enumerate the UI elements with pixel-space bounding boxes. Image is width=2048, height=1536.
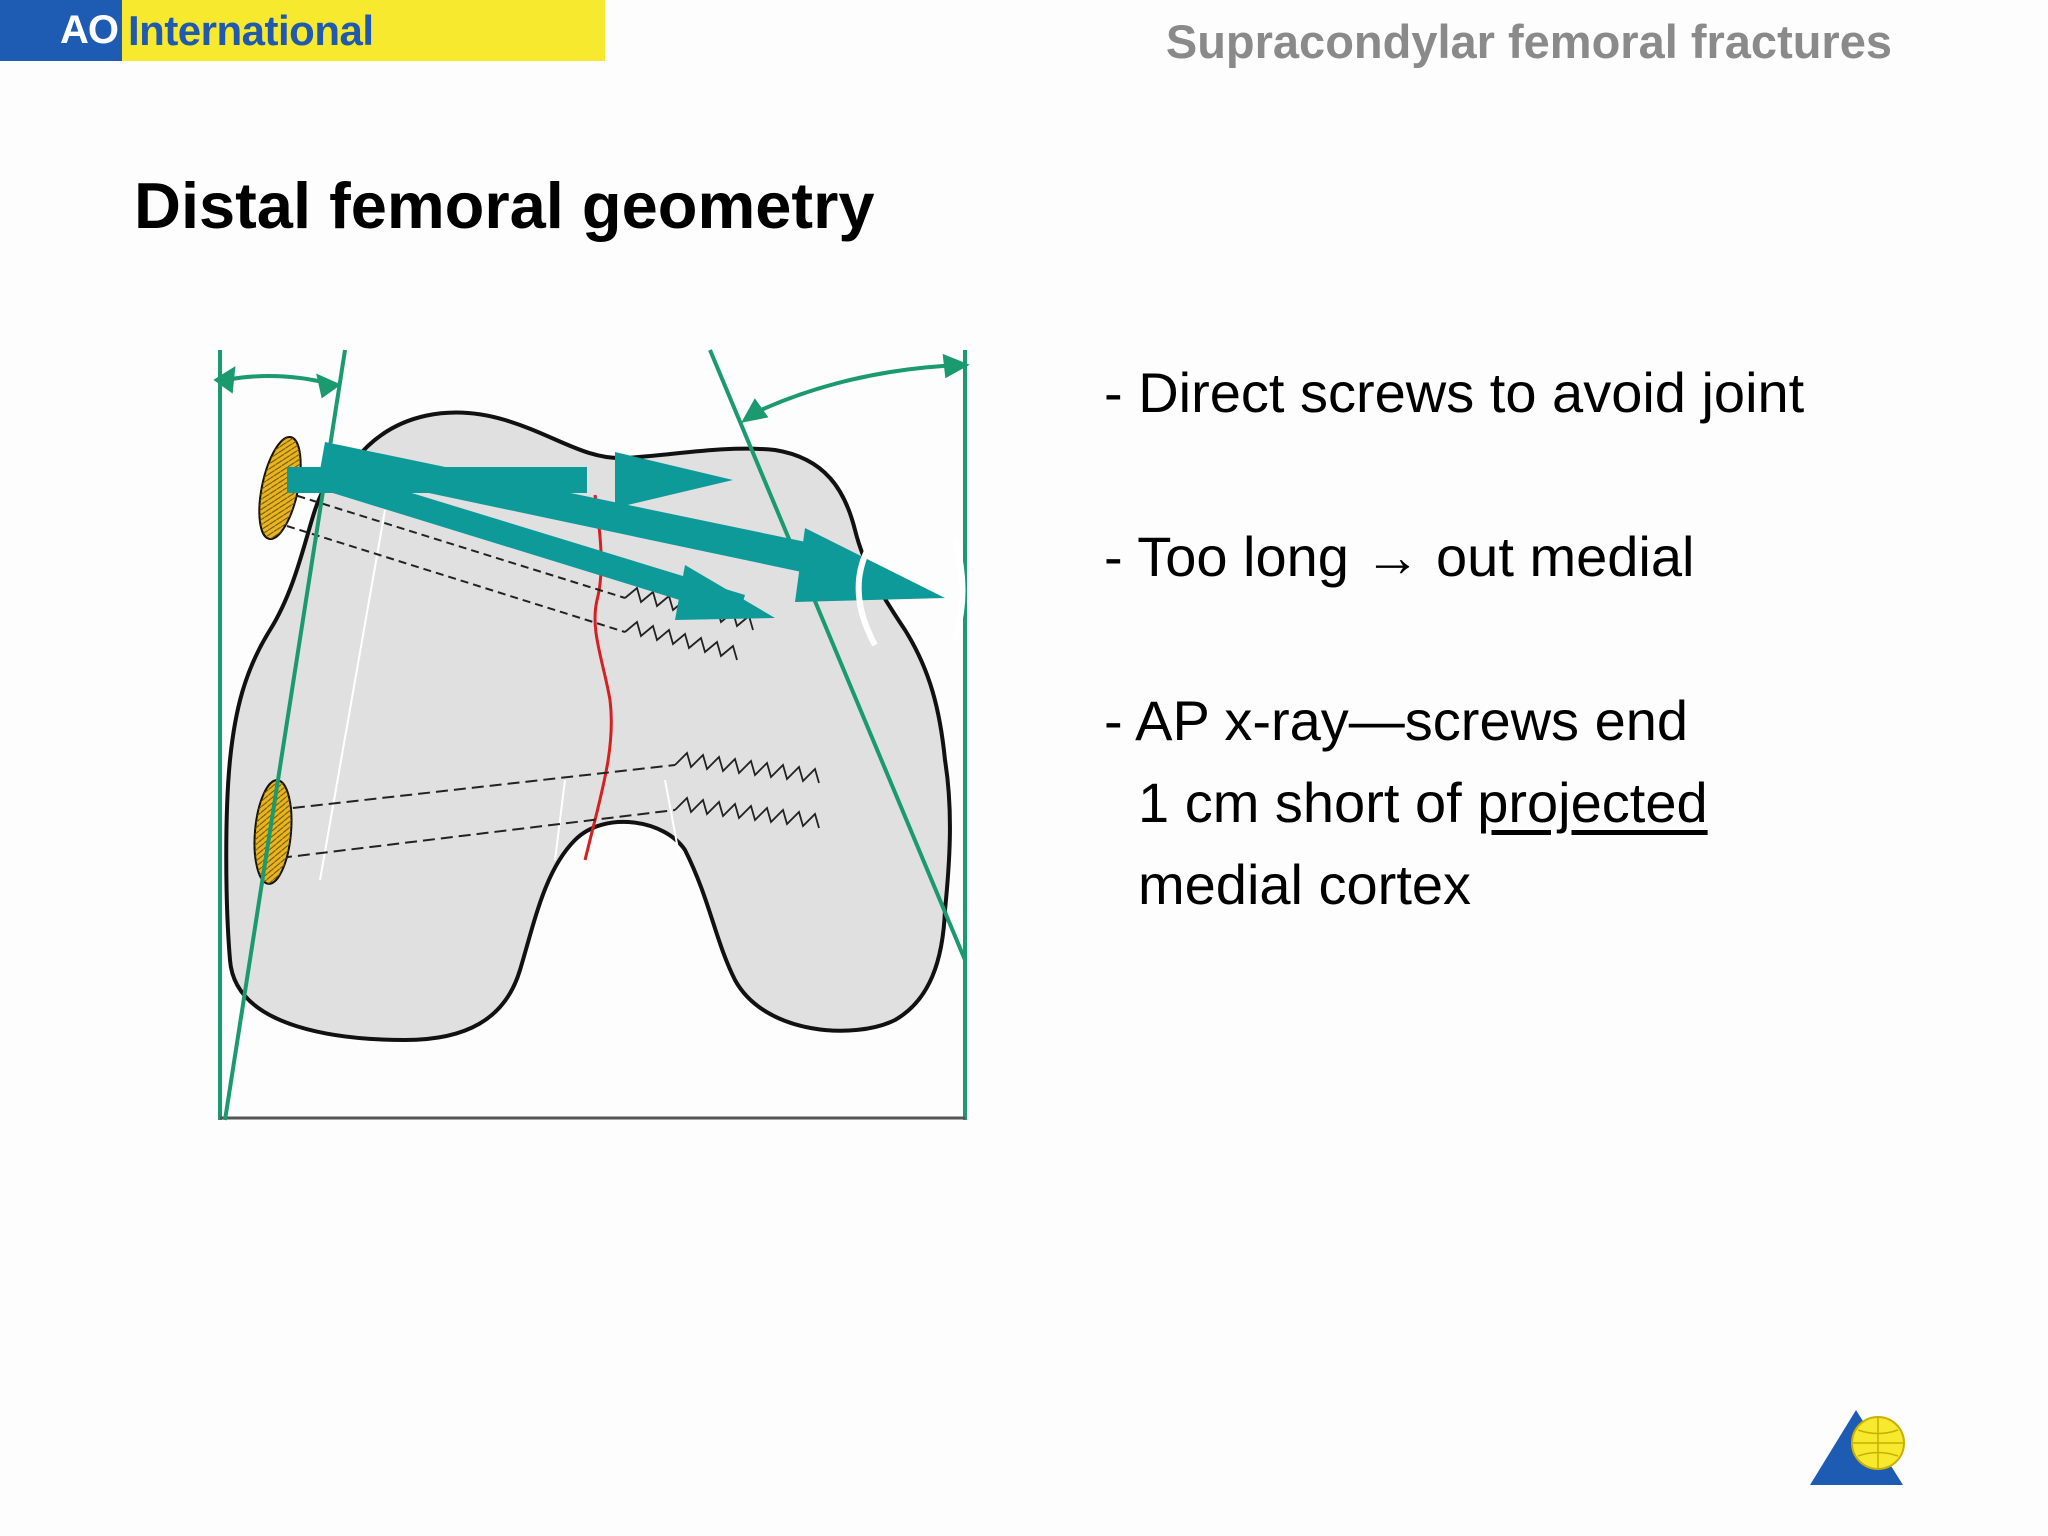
- medial-cortex-highlight: [952, 539, 966, 641]
- bullet-ap-xray-line2: 1 cm short of projected: [1104, 762, 1904, 844]
- ao-triangle-globe-icon: [1808, 1405, 1918, 1495]
- upper-screw: [258, 435, 754, 661]
- lower-screw: [253, 751, 820, 885]
- bullet-direct-screws: - Direct screws to avoid joint: [1104, 361, 1805, 424]
- notch-line: [664, 779, 681, 861]
- logo-international-text: International: [122, 0, 605, 61]
- underlined-word: projected: [1477, 771, 1708, 834]
- cortex-line: [319, 509, 386, 881]
- bullet-ap-xray-line2-text: 1 cm short of: [1138, 771, 1478, 834]
- screw-direction-arrows: [287, 442, 945, 620]
- notch-line: [554, 779, 566, 861]
- ao-international-logo: AO International: [0, 0, 605, 61]
- bullet-ap-xray: - AP x-ray—screws end: [1104, 689, 1689, 752]
- bullet-ap-xray-line3: medial cortex: [1138, 853, 1472, 916]
- medial-cortex-highlight: [855, 543, 878, 647]
- logo-ao-text: AO: [0, 0, 122, 61]
- presentation-title: Supracondylar femoral fractures: [1165, 15, 1892, 68]
- slide-title: Distal femoral geometry: [134, 169, 875, 242]
- bullet-too-long: - Too long → out medial: [1104, 525, 1695, 588]
- angle-markers: [213, 353, 970, 423]
- femur-outline: [224, 410, 952, 1043]
- bullet-list: - Direct screws to avoid joint - Too lon…: [1104, 352, 1904, 926]
- distal-femur-diagram: [205, 340, 995, 1140]
